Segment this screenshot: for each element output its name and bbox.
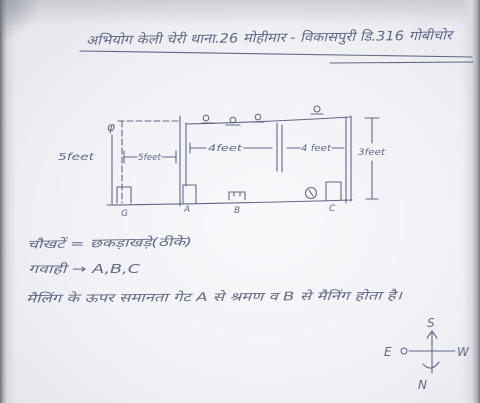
- point-c-box: [325, 181, 342, 201]
- middle-wall: [179, 115, 187, 207]
- inner-width-dimension: [123, 150, 177, 164]
- right-dimension-line: [364, 117, 380, 200]
- compass-curve: [422, 361, 440, 369]
- middle-width-dimension-1: [189, 142, 273, 154]
- point-b-label: B: [234, 206, 240, 216]
- top-right-wall: [185, 116, 351, 125]
- mark-2: [229, 116, 237, 124]
- circle-mark-inner: [308, 189, 314, 197]
- mark-1: [202, 114, 210, 122]
- inner-width-label: 5feet: [138, 153, 161, 163]
- bottom-wall: [111, 199, 353, 206]
- mark-4: [313, 105, 321, 113]
- top-marks: [201, 105, 324, 126]
- title-underline-secondary: [329, 61, 474, 64]
- legend-line-1: चौखटें = छकड़ाखड़े(ठीके): [27, 235, 192, 252]
- right-height-label: 3feet: [358, 148, 386, 158]
- point-a-label: A: [183, 205, 190, 215]
- point-a-box: [182, 184, 197, 204]
- compass-west: W: [457, 345, 470, 359]
- page-title: अभियोग केली चेरी थाना.26 मोहीमार - विकास…: [86, 27, 455, 48]
- compass-north: N: [418, 378, 427, 392]
- circle-mark: [304, 186, 318, 200]
- compass-south: S: [427, 316, 435, 330]
- compass-east: E: [384, 345, 392, 359]
- legend-line-2: गवाही → A,B,C: [28, 262, 141, 276]
- compass-vertical-arrow: [426, 330, 438, 374]
- title-underline: [79, 50, 473, 58]
- right-wall: [345, 115, 352, 204]
- middle-width-label-2: 4 feet: [301, 144, 332, 154]
- point-g-label: G: [121, 209, 128, 219]
- legend: चौखटें = छकड़ाखड़े(ठीके) गवाही → A,B,C म…: [26, 235, 404, 306]
- point-c-label: C: [329, 204, 336, 214]
- compass-east-ring: [400, 347, 408, 355]
- corner-mark: φ: [107, 120, 115, 134]
- partition-wall: [276, 122, 283, 173]
- compass-rose: S E W N: [384, 316, 470, 392]
- middle-width-label-1: 4feet: [208, 144, 243, 154]
- site-plan-diagram: φ 5feet 5feet 4: [58, 105, 386, 219]
- left-dimension-line: [106, 134, 118, 206]
- legend-line-3: मैलिंग के ऊपर समानता गेट A से श्रमण व B …: [26, 288, 404, 305]
- point-b-mark: [228, 191, 246, 201]
- left-height-label: 5feet: [58, 152, 95, 163]
- point-g-box: [116, 186, 132, 204]
- mark-3: [254, 113, 262, 121]
